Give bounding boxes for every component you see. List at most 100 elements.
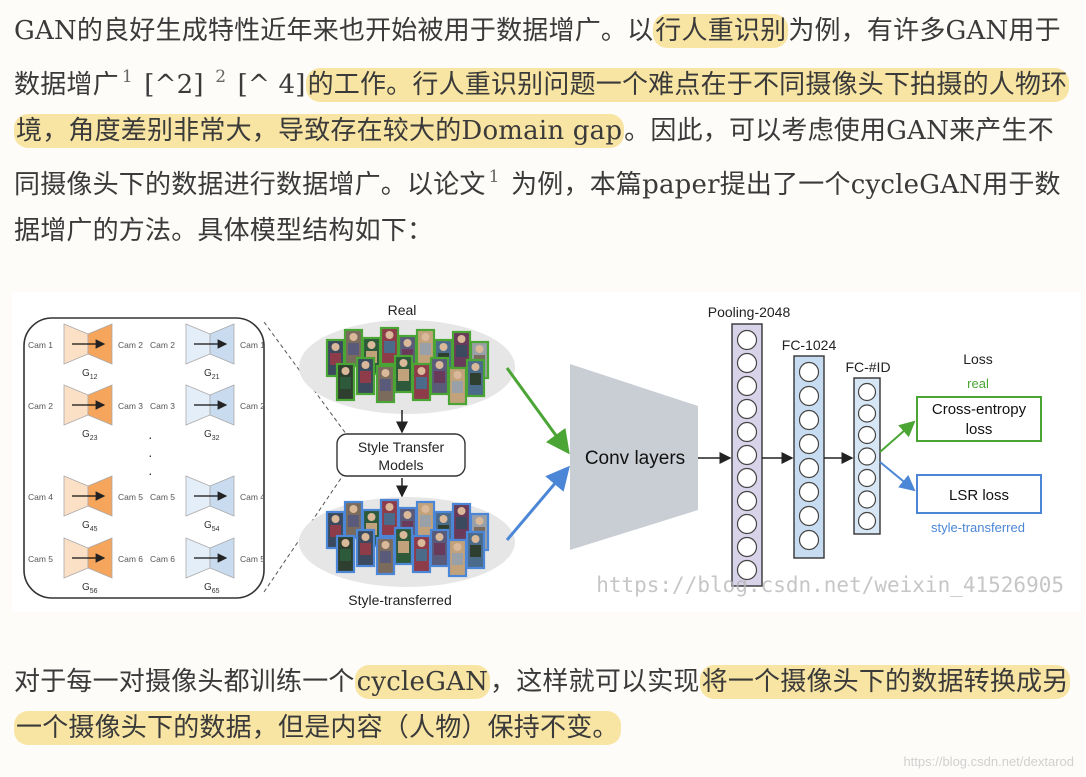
person-head	[341, 539, 350, 547]
cam-out-label: Cam 4	[240, 492, 265, 502]
neuron-node	[736, 467, 758, 489]
person-body	[434, 371, 445, 383]
person-body	[416, 377, 427, 389]
page-watermark: https://blog.csdn.net/dextarod	[903, 754, 1074, 769]
neuron-node	[736, 513, 758, 535]
person-head	[475, 517, 484, 525]
style-transferred-label: Style-transferred	[348, 592, 451, 608]
person-head	[381, 369, 390, 377]
person-head	[367, 341, 376, 349]
neuron-node	[798, 385, 820, 407]
text-segment: 为例，有许多GAN用于数据增广	[14, 16, 1061, 100]
figure-watermark: https://blog.csdn.net/weixin_41526905	[596, 573, 1064, 597]
text-segment: GAN的良好生成特性近年来也开始被用于数据增广。以	[14, 16, 654, 46]
person-head	[367, 513, 376, 521]
person-head	[381, 541, 390, 549]
person-head	[341, 367, 350, 375]
person-thumbnail	[411, 362, 432, 402]
style-transfer-label: Style Transfer	[358, 439, 445, 455]
pooling-nodes	[736, 329, 758, 581]
neuron-node	[798, 433, 820, 455]
person-head	[439, 343, 448, 351]
neuron-node	[736, 352, 758, 374]
person-head	[403, 339, 412, 347]
person-thumbnail	[447, 538, 468, 578]
person-thumbnail	[465, 358, 486, 398]
footnote-ref[interactable]: 2	[215, 67, 227, 87]
person-head	[417, 367, 426, 375]
neuron-node	[857, 490, 877, 509]
real-arrow	[505, 367, 570, 455]
person-head	[457, 507, 466, 515]
neuron-node	[736, 421, 758, 443]
style-transferred-images	[325, 498, 490, 578]
person-head	[417, 539, 426, 547]
person-head	[385, 331, 394, 339]
person-body	[420, 515, 431, 527]
neuron-node	[736, 536, 758, 558]
text-segment: ，这样就可以实现	[490, 667, 700, 697]
footnote-ref[interactable]: 1	[121, 67, 133, 87]
person-head	[361, 361, 370, 369]
neuron-node	[857, 447, 877, 466]
neuron-node	[736, 490, 758, 512]
cam-out-label: Cam 5	[240, 554, 265, 564]
neuron-node	[736, 375, 758, 397]
neuron-node	[798, 529, 820, 551]
highlight: 行人重识别	[653, 14, 789, 48]
cross-entropy-label: Cross-entropy	[932, 401, 1027, 418]
cross-entropy-box	[916, 396, 1042, 442]
person-body	[416, 549, 427, 561]
loss-arrow-real	[879, 420, 916, 453]
person-head	[435, 361, 444, 369]
neuron-node	[857, 511, 877, 531]
text-segment: [^2]	[135, 70, 213, 100]
cam-in-label: Cam 1	[28, 340, 53, 350]
person-thumbnail	[379, 326, 400, 366]
person-body	[456, 345, 467, 357]
pooling-label: Pooling-2048	[708, 304, 791, 320]
real-label: Real	[388, 302, 417, 318]
footnote-ref[interactable]: 1	[488, 167, 500, 187]
person-thumbnail	[465, 530, 486, 570]
generator-subscript: 32	[212, 435, 220, 442]
person-head	[385, 503, 394, 511]
person-thumbnail	[447, 366, 468, 406]
fcid-nodes	[857, 382, 877, 531]
person-body	[434, 543, 445, 555]
cam-out-label: Cam 2	[118, 340, 143, 350]
person-head	[471, 535, 480, 543]
fc1024-nodes	[798, 361, 820, 551]
text-segment: [^ 4]	[229, 70, 306, 100]
neuron-node	[736, 559, 758, 581]
person-body	[452, 381, 463, 393]
cam-in-label: Cam 6	[150, 554, 175, 564]
person-body	[360, 371, 371, 383]
neuron-node	[798, 457, 820, 479]
person-thumbnail	[429, 356, 450, 396]
generator-subscript: 23	[90, 435, 98, 442]
cam-in-label: Cam 5	[150, 492, 175, 502]
person-head	[361, 533, 370, 541]
generator-subscript: 12	[90, 374, 98, 381]
person-head	[439, 515, 448, 523]
person-body	[470, 373, 481, 385]
text-segment: 为例，本篇paper提出了一个cycleGAN用于数据增广的方法。具体模型结构如…	[14, 170, 1061, 246]
person-head	[331, 515, 340, 523]
person-body	[420, 343, 431, 355]
dashed-zoom-line	[263, 321, 353, 443]
closing-paragraph: 对于每一对摄像头都训练一个cycleGAN，这样就可以实现将一个摄像头下的数据转…	[14, 659, 1072, 751]
style-transfer-box	[336, 433, 466, 477]
cam-in-label: Cam 3	[150, 401, 175, 411]
person-thumbnail	[429, 528, 450, 568]
person-head	[457, 335, 466, 343]
generator-subscript: 21	[212, 374, 220, 381]
neuron-node	[736, 329, 758, 351]
person-thumbnail	[355, 528, 376, 568]
person-head	[421, 333, 430, 341]
style-transferred-small-label: style-transferred	[931, 520, 1025, 535]
cam-out-label: Cam 6	[118, 554, 143, 564]
